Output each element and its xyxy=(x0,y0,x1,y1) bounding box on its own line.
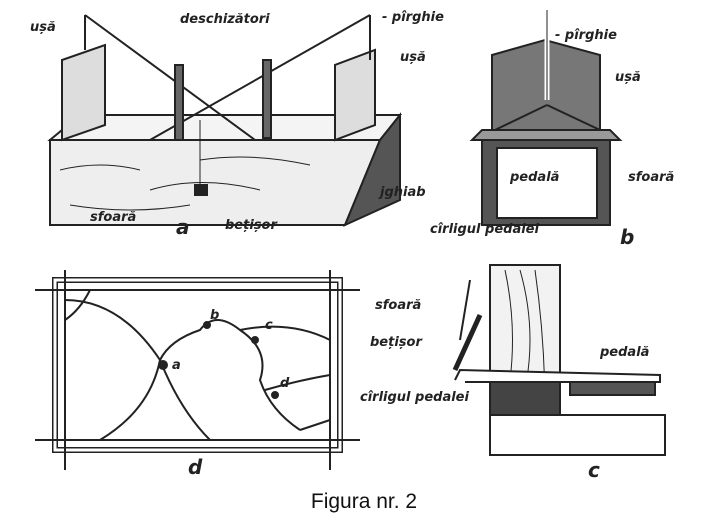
label-door-left: ușă xyxy=(30,20,56,35)
figure-caption: Figura nr. 2 xyxy=(310,490,418,513)
label-string-c: sfoară xyxy=(375,298,422,313)
label-lever-b: - pîrghie xyxy=(555,28,617,43)
label-letter-a: a xyxy=(176,215,190,239)
label-trough: jghiab xyxy=(380,185,426,200)
label-stick-a: bețișor xyxy=(225,218,277,233)
label-pedal-b: pedală xyxy=(510,170,560,185)
label-pedal-hook-b: cîrligul pedalei xyxy=(430,222,539,237)
label-letter-c: c xyxy=(588,458,600,482)
trap-front-view xyxy=(469,10,623,226)
label-letter-d: d xyxy=(188,455,203,479)
trap-box-perspective xyxy=(47,14,403,227)
label-lever-a: - pîrghie xyxy=(382,10,444,25)
label-point-a: a xyxy=(172,358,181,373)
label-string-b: sfoară xyxy=(628,170,675,185)
label-pedal-c: pedală xyxy=(600,345,650,360)
label-point-c: c xyxy=(265,318,273,333)
label-point-b: b xyxy=(210,308,220,323)
path-network-map xyxy=(35,270,360,470)
label-door-right: ușă xyxy=(400,50,426,65)
label-letter-b: b xyxy=(620,225,635,249)
label-point-d: d xyxy=(280,376,290,391)
label-pedal-hook-c: cîrligul pedalei xyxy=(360,390,469,405)
label-stick-c: bețișor xyxy=(370,335,422,350)
label-doors-b: ușă xyxy=(615,70,641,85)
hook-detail xyxy=(452,264,666,456)
label-openers: deschizători xyxy=(180,12,270,27)
label-string-a: sfoară xyxy=(90,210,137,225)
